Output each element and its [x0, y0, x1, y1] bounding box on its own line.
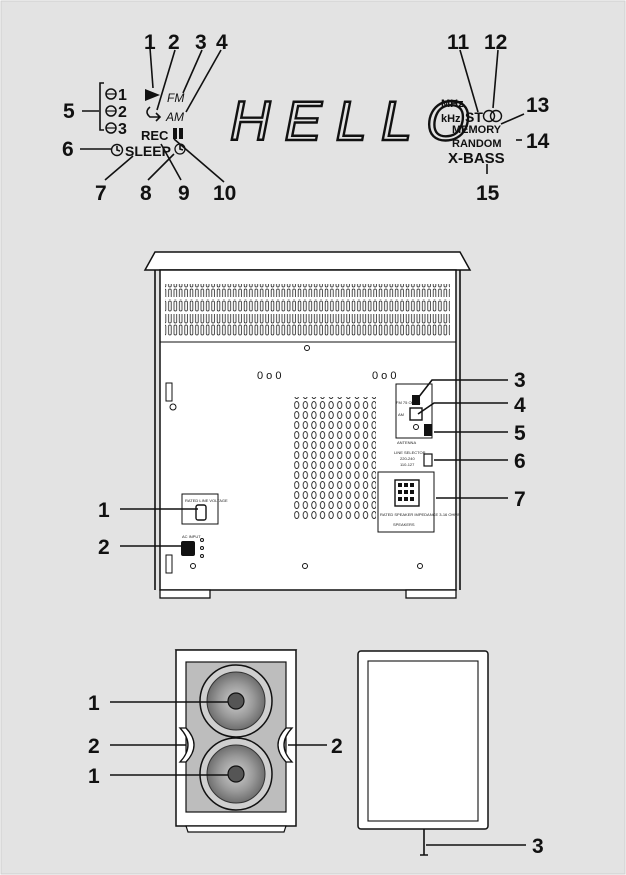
- am-antenna-label: AM: [398, 412, 404, 417]
- clock-icon: [110, 143, 124, 157]
- pause-icon: [173, 128, 183, 139]
- rear-callout-6: 6: [514, 450, 526, 473]
- lcd-main-text: HELLO: [230, 89, 484, 152]
- line-selector-switch[interactable]: [423, 453, 433, 467]
- display-panel: 1 2 3 FM AM REC SLEEP HELLO MHz kHz ST: [62, 31, 550, 205]
- sleep-indicator: SLEEP: [125, 143, 171, 159]
- rear-callout-3: 3: [514, 369, 526, 392]
- line-selector-option-b: 110-127: [400, 462, 415, 467]
- speakers-label: SPEAKERS: [393, 522, 415, 527]
- speaker-callout-2-left: 2: [88, 735, 100, 758]
- woofer-upper: [199, 664, 273, 738]
- stereo-indicator: ST: [465, 109, 483, 125]
- rear-vents: [165, 284, 450, 336]
- speaker-handle-left: [178, 727, 195, 763]
- display-callout-1: 1: [144, 31, 156, 54]
- am-indicator: AM: [165, 110, 184, 124]
- preset-3-indicator: 3: [118, 121, 127, 138]
- fm-indicator: FM: [167, 91, 184, 105]
- display-callout-5: 5: [63, 100, 75, 123]
- mhz-indicator: MHz: [441, 98, 464, 110]
- fm-antenna-label: FM 75 OHMS: [396, 400, 421, 405]
- speaker-handle-right: [277, 727, 294, 763]
- grille-callout-3: 3: [532, 835, 544, 858]
- repeat-arrow-icon: [146, 106, 162, 122]
- rear-callout-2: 2: [98, 536, 110, 559]
- display-callout-11: 11: [447, 31, 470, 54]
- rear-callout-4: 4: [514, 394, 526, 417]
- display-callout-6: 6: [62, 138, 74, 161]
- fm-antenna-jack: [412, 395, 420, 405]
- line-selector-option-a: 220-240: [400, 456, 415, 461]
- display-callout-12: 12: [484, 31, 507, 54]
- preset-2-indicator: 2: [118, 104, 127, 121]
- antenna-label: ANTENNA: [397, 440, 416, 445]
- random-indicator: RANDOM: [452, 138, 502, 150]
- woofer-lower: [199, 737, 273, 811]
- rear-panel: 0 o 0 0 o 0 RATED LINE VOLTAGE AC INPUT …: [98, 251, 526, 599]
- display-callout-14: 14: [526, 130, 550, 153]
- display-callout-2: 2: [168, 31, 180, 54]
- rec-indicator: REC: [141, 128, 169, 143]
- speaker-front: 1 2 2 1: [88, 649, 343, 833]
- display-callout-15: 15: [476, 182, 500, 205]
- rear-callout-1: 1: [98, 499, 110, 522]
- speaker-impedance-label: RATED SPEAKER IMPEDANCE 3-16 OHMS: [380, 512, 461, 517]
- speaker-grille: 3: [357, 650, 544, 858]
- display-callout-7: 7: [95, 182, 107, 205]
- display-callout-3: 3: [195, 31, 207, 54]
- rear-callout-7: 7: [514, 488, 526, 511]
- stereo-rings-icon: [482, 109, 503, 123]
- display-callout-10: 10: [213, 182, 236, 205]
- ac-input-label: AC INPUT: [182, 534, 201, 539]
- rear-callout-5: 5: [514, 422, 526, 445]
- rear-perforated-grille: [294, 397, 376, 519]
- khz-indicator: kHz: [441, 113, 461, 125]
- memory-indicator: MEMORY: [452, 124, 502, 136]
- display-callout-9: 9: [178, 182, 190, 205]
- display-callout-4: 4: [216, 31, 228, 54]
- svg-text:0 o 0: 0 o 0: [372, 370, 396, 382]
- ground-terminal: [424, 424, 432, 436]
- speaker-cable: [420, 829, 428, 856]
- preset-icon: [105, 88, 117, 134]
- am-antenna-terminal: [409, 407, 423, 421]
- ac-input-socket: [181, 541, 195, 556]
- play-icon: [145, 89, 160, 101]
- svg-text:0 o 0: 0 o 0: [257, 370, 281, 382]
- voltage-label: RATED LINE VOLTAGE: [185, 498, 228, 503]
- speaker-callout-1-upper: 1: [88, 692, 100, 715]
- preset-1-indicator: 1: [118, 87, 127, 104]
- speaker-callout-2-right: 2: [331, 735, 343, 758]
- speaker-callout-1-lower: 1: [88, 765, 100, 788]
- xbass-indicator: X-BASS: [448, 150, 505, 167]
- line-selector-label: LINE SELECTOR: [394, 450, 426, 455]
- display-callout-8: 8: [140, 182, 152, 205]
- display-callout-13: 13: [526, 94, 549, 117]
